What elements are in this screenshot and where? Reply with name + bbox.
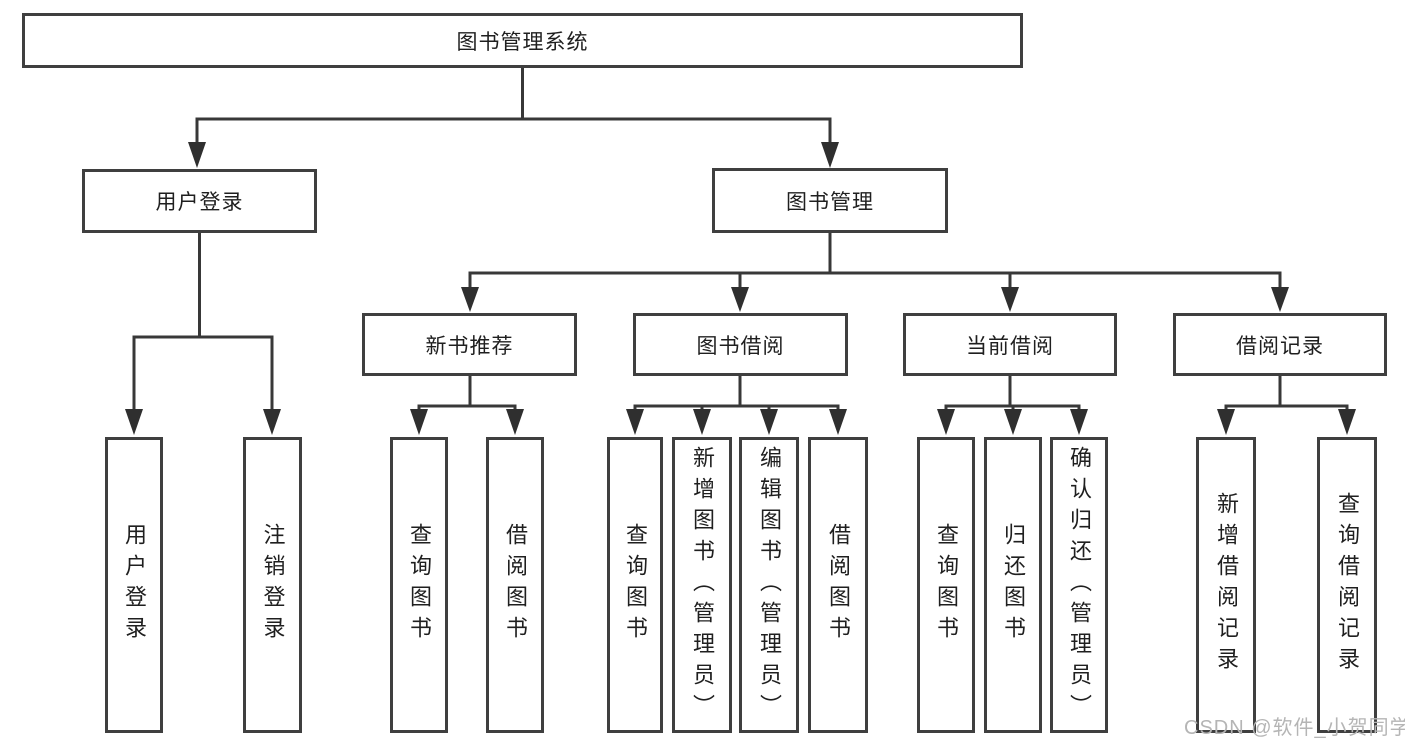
leaf-logout-label: 注销登录 xyxy=(260,523,286,647)
leaf-user-login-label: 用户登录 xyxy=(122,523,147,647)
leaf-current-query-book: 查询图书 xyxy=(917,437,975,733)
leaf-current-confirm-return-label: 确认归还（管理员） xyxy=(1067,445,1092,725)
leaf-current-return-book: 归还图书 xyxy=(984,437,1042,733)
leaf-recommend-borrow-book: 借阅图书 xyxy=(486,437,544,733)
node-new-book-recommend: 新书推荐 xyxy=(362,313,577,376)
connector-records-to-leaves xyxy=(1217,376,1356,435)
leaf-records-add-record: 新增借阅记录 xyxy=(1196,437,1256,733)
connector-recommend-to-leaves xyxy=(410,376,524,435)
node-root: 图书管理系统 xyxy=(22,13,1023,68)
connector-root-to-level2 xyxy=(188,68,839,168)
connector-user-login-to-leaves xyxy=(125,233,281,435)
leaf-records-add-record-label: 新增借阅记录 xyxy=(1214,492,1239,678)
node-borrow-records: 借阅记录 xyxy=(1173,313,1387,376)
node-book-borrow: 图书借阅 xyxy=(633,313,848,376)
leaf-current-confirm-return: 确认归还（管理员） xyxy=(1050,437,1108,733)
leaf-borrow-query-book: 查询图书 xyxy=(607,437,663,733)
leaf-recommend-query-book: 查询图书 xyxy=(390,437,448,733)
leaf-borrow-borrow-book-label: 借阅图书 xyxy=(826,523,851,647)
connector-borrow-to-leaves xyxy=(626,376,847,435)
leaf-borrow-query-book-label: 查询图书 xyxy=(623,523,648,647)
leaf-borrow-add-book-label: 新增图书（管理员） xyxy=(690,445,715,725)
leaf-borrow-edit-book-label: 编辑图书（管理员） xyxy=(757,445,782,725)
node-current-borrow: 当前借阅 xyxy=(903,313,1117,376)
leaf-borrow-edit-book: 编辑图书（管理员） xyxy=(739,437,799,733)
leaf-recommend-borrow-book-label: 借阅图书 xyxy=(503,523,528,647)
leaf-current-return-book-label: 归还图书 xyxy=(1001,523,1026,647)
leaf-current-query-book-label: 查询图书 xyxy=(934,523,959,647)
leaf-borrow-add-book: 新增图书（管理员） xyxy=(672,437,732,733)
node-user-login: 用户登录 xyxy=(82,169,317,233)
leaf-recommend-query-book-label: 查询图书 xyxy=(407,523,432,647)
leaf-user-login: 用户登录 xyxy=(105,437,163,733)
leaf-records-query-record: 查询借阅记录 xyxy=(1317,437,1377,733)
leaf-logout: 注销登录 xyxy=(243,437,302,733)
node-book-management: 图书管理 xyxy=(712,168,948,233)
leaf-borrow-borrow-book: 借阅图书 xyxy=(808,437,868,733)
connector-book-management-to-level3 xyxy=(461,233,1289,312)
connector-current-to-leaves xyxy=(937,376,1088,435)
csdn-watermark: CSDN @软件_小贺同学 xyxy=(1184,717,1405,739)
leaf-records-query-record-label: 查询借阅记录 xyxy=(1335,492,1360,678)
